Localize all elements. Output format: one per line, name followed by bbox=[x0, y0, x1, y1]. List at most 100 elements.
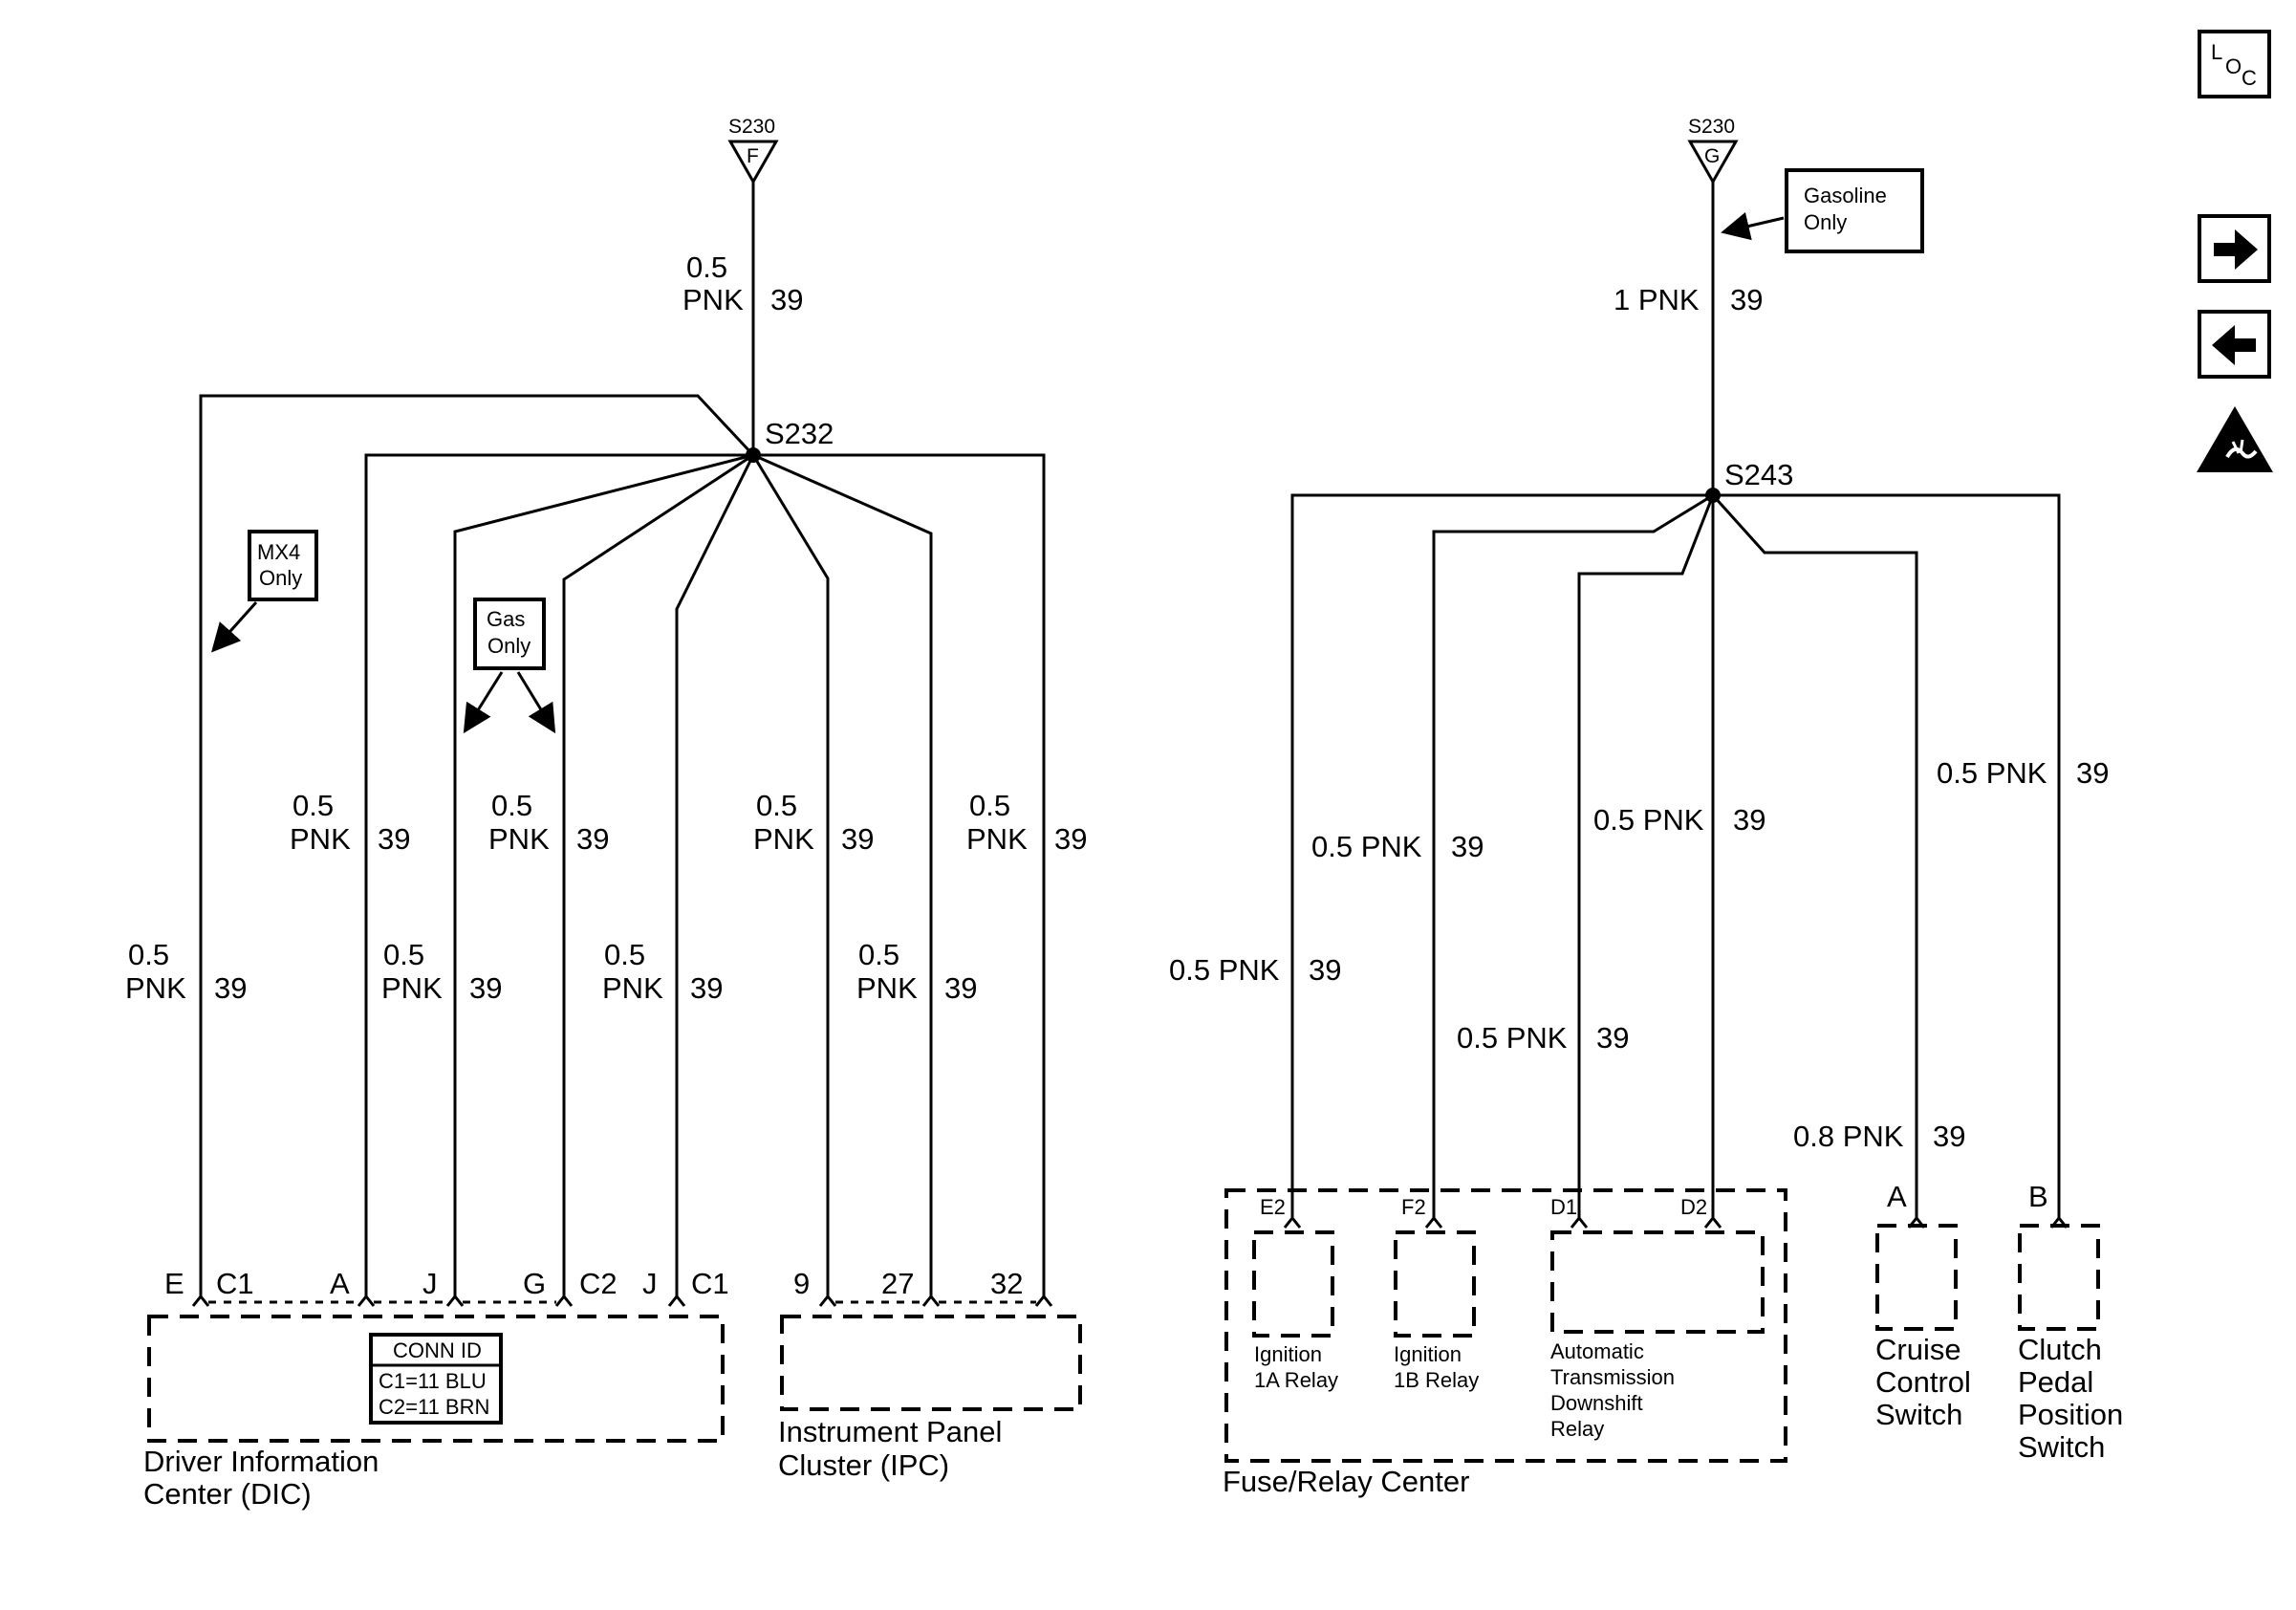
right-wire-circuit-cruise: 39 bbox=[1933, 1120, 1965, 1153]
mx4-note-line-1: MX4 bbox=[257, 540, 300, 564]
gas-only-note: Gas Only bbox=[463, 598, 556, 734]
gas-note-line-2: Only bbox=[487, 634, 531, 658]
left-wire-7 bbox=[752, 453, 933, 1296]
right-source-pin: G bbox=[1704, 145, 1720, 167]
ipc-label-line-1: Instrument Panel bbox=[778, 1415, 1002, 1448]
gasoline-only-note: Gasoline Only bbox=[1721, 168, 1924, 253]
svg-text:39: 39 bbox=[944, 971, 977, 1005]
right-wire-circuit-d2: 39 bbox=[1733, 803, 1765, 837]
pin-label-c1-a: C1 bbox=[216, 1267, 254, 1300]
loc-icon[interactable]: L O C bbox=[2198, 30, 2271, 98]
left-wire-label-a: 0.5 PNK 39 bbox=[290, 789, 410, 856]
left-feed-color: PNK bbox=[682, 283, 744, 316]
pin-label-c1-b: C1 bbox=[691, 1267, 729, 1300]
right-wire-f2 bbox=[1432, 493, 1714, 1205]
svg-text:39: 39 bbox=[576, 822, 609, 856]
pin-label-d1: D1 bbox=[1550, 1195, 1577, 1219]
svg-text:0.5: 0.5 bbox=[491, 789, 532, 822]
svg-text:PNK: PNK bbox=[966, 822, 1028, 856]
right-wire-circuit-e2: 39 bbox=[1309, 953, 1341, 987]
pin-label-9: 9 bbox=[793, 1267, 810, 1300]
relay-1a-line-1: Ignition bbox=[1254, 1342, 1322, 1366]
right-source-label: S230 bbox=[1688, 116, 1735, 138]
mx4-only-note: MX4 Only bbox=[210, 530, 318, 653]
ipc-label-line-2: Cluster (IPC) bbox=[778, 1448, 949, 1482]
ipc-component: Instrument Panel Cluster (IPC) bbox=[778, 1315, 1082, 1482]
conn-id-c1: C1=11 BLU bbox=[379, 1369, 487, 1393]
right-wire-label-cruise: 0.8 PNK bbox=[1793, 1120, 1904, 1153]
svg-text:0.5: 0.5 bbox=[292, 789, 334, 822]
left-wire-label-9: 0.5 PNK 39 bbox=[753, 789, 874, 856]
gasoline-note-line-2: Only bbox=[1804, 210, 1847, 234]
left-wire-3 bbox=[453, 453, 754, 1296]
cruise-label-line-2: Control bbox=[1875, 1365, 1971, 1399]
gasoline-note-line-1: Gasoline bbox=[1804, 184, 1887, 207]
svg-text:PNK: PNK bbox=[856, 971, 918, 1005]
right-wire-label-d2: 0.5 PNK bbox=[1593, 803, 1704, 837]
left-source-pin: F bbox=[747, 145, 759, 167]
svg-text:PNK: PNK bbox=[488, 822, 550, 856]
pin-label-j-2: J bbox=[642, 1267, 658, 1300]
right-wire-label-f2: 0.5 PNK bbox=[1311, 830, 1422, 863]
pin-label-d2: D2 bbox=[1680, 1195, 1707, 1219]
left-wire-8 bbox=[753, 453, 1046, 1296]
svg-text:0.5: 0.5 bbox=[604, 938, 645, 971]
loc-icon-c: C bbox=[2242, 66, 2257, 90]
relay-1b-line-2: 1B Relay bbox=[1394, 1368, 1479, 1392]
relay-1a-line-2: 1A Relay bbox=[1254, 1368, 1338, 1392]
mx4-note-line-2: Only bbox=[259, 566, 302, 590]
left-terminals bbox=[191, 1294, 1053, 1307]
right-wire-label-e2: 0.5 PNK bbox=[1169, 953, 1280, 987]
left-feed-size: 0.5 bbox=[686, 250, 727, 284]
left-wire-label-27: 0.5 PNK 39 bbox=[856, 938, 977, 1005]
relay-1b-line-1: Ignition bbox=[1394, 1342, 1462, 1366]
pin-label-27: 27 bbox=[881, 1267, 914, 1300]
left-source-label: S230 bbox=[728, 116, 775, 138]
pin-label-a: A bbox=[330, 1267, 350, 1300]
relay-downshift-line-2: Transmission bbox=[1550, 1365, 1675, 1389]
pin-label-clutch-b: B bbox=[2028, 1180, 2048, 1213]
conn-id-title: CONN ID bbox=[393, 1338, 482, 1362]
right-wire-circuit-d1: 39 bbox=[1596, 1021, 1629, 1055]
clutch-label-line-1: Clutch bbox=[2018, 1333, 2102, 1366]
right-wire-cruise bbox=[1711, 493, 1918, 1205]
previous-page-arrow-icon[interactable] bbox=[2198, 310, 2271, 379]
loc-icon-o: O bbox=[2225, 54, 2242, 78]
svg-text:0.5: 0.5 bbox=[383, 938, 424, 971]
left-wire-label-g: 0.5 PNK 39 bbox=[488, 789, 609, 856]
pin-label-e: E bbox=[164, 1267, 184, 1300]
left-wire-5 bbox=[675, 454, 755, 1296]
left-wire-label-j2: 0.5 PNK 39 bbox=[602, 938, 723, 1005]
fuse-relay-center: E2 F2 D1 D2 Ignition 1A Relay Ignition 1… bbox=[1223, 1188, 1787, 1498]
right-wire-label-clutch: 0.5 PNK bbox=[1937, 756, 2047, 790]
svg-text:PNK: PNK bbox=[753, 822, 814, 856]
pin-label-32: 32 bbox=[990, 1267, 1023, 1300]
svg-text:PNK: PNK bbox=[381, 971, 443, 1005]
relay-downshift-line-3: Downshift bbox=[1550, 1391, 1643, 1415]
cruise-label-line-1: Cruise bbox=[1875, 1333, 1961, 1366]
svg-text:0.5: 0.5 bbox=[128, 938, 169, 971]
left-wire-label-e: 0.5 PNK 39 bbox=[125, 938, 247, 1005]
clutch-label-line-3: Position bbox=[2018, 1398, 2123, 1431]
splice-s243-label: S243 bbox=[1724, 458, 1793, 491]
fuse-relay-center-label: Fuse/Relay Center bbox=[1223, 1465, 1469, 1498]
right-wire-circuit-f2: 39 bbox=[1451, 830, 1484, 863]
relay-downshift-line-4: Relay bbox=[1550, 1417, 1604, 1441]
svg-text:39: 39 bbox=[469, 971, 502, 1005]
pin-label-e2: E2 bbox=[1260, 1195, 1286, 1219]
relay-downshift-line-1: Automatic bbox=[1550, 1339, 1644, 1363]
next-page-arrow-icon[interactable] bbox=[2198, 214, 2271, 283]
svg-text:39: 39 bbox=[690, 971, 723, 1005]
svg-text:39: 39 bbox=[214, 971, 247, 1005]
svg-text:0.5: 0.5 bbox=[756, 789, 797, 822]
clutch-label-line-2: Pedal bbox=[2018, 1365, 2093, 1399]
svg-text:39: 39 bbox=[378, 822, 410, 856]
dic-label-line-1: Driver Information bbox=[143, 1445, 379, 1478]
conn-id-c2: C2=11 BRN bbox=[379, 1395, 489, 1419]
right-wire-circuit-clutch: 39 bbox=[2076, 756, 2109, 790]
loc-icon-l: L bbox=[2211, 40, 2222, 64]
pin-label-c2: C2 bbox=[579, 1267, 617, 1300]
svg-text:39: 39 bbox=[1054, 822, 1087, 856]
svg-text:PNK: PNK bbox=[602, 971, 663, 1005]
